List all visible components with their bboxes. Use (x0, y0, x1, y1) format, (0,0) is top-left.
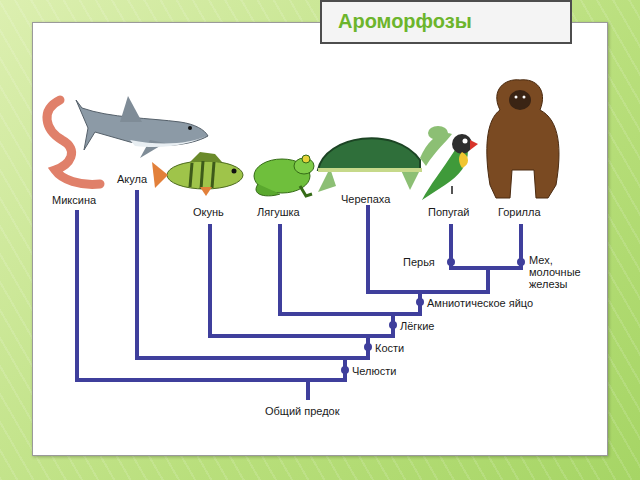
title-box: Ароморфозы (320, 0, 572, 44)
turtle-figure (318, 126, 452, 192)
ancestor-label: Общий предок (264, 405, 341, 417)
gorilla-figure (487, 80, 559, 198)
perch-figure (152, 152, 243, 196)
trait-label: Амниотическое яйцо (426, 297, 534, 309)
taxon-name: Лягушка (256, 206, 301, 218)
taxon-name: Акула (116, 173, 148, 185)
slide-title: Ароморфозы (338, 10, 472, 33)
shark-figure (76, 96, 208, 158)
frog-figure (254, 155, 314, 196)
trait-label: Челюсти (351, 365, 397, 377)
tree-lines (77, 192, 521, 398)
trait-label: Перья (402, 256, 436, 268)
parrot-figure (422, 134, 478, 200)
trait-label: Мех, молочные железы (528, 254, 586, 290)
taxon-name: Горилла (497, 206, 542, 218)
taxon-name: Окунь (192, 206, 225, 218)
taxon-name: Черепаха (340, 193, 391, 205)
taxon-name: Миксина (51, 194, 97, 206)
taxon-name: Попугай (427, 206, 471, 218)
trait-label: Лёгкие (399, 320, 435, 332)
trait-label: Кости (374, 342, 405, 354)
node-dots (341, 258, 525, 374)
